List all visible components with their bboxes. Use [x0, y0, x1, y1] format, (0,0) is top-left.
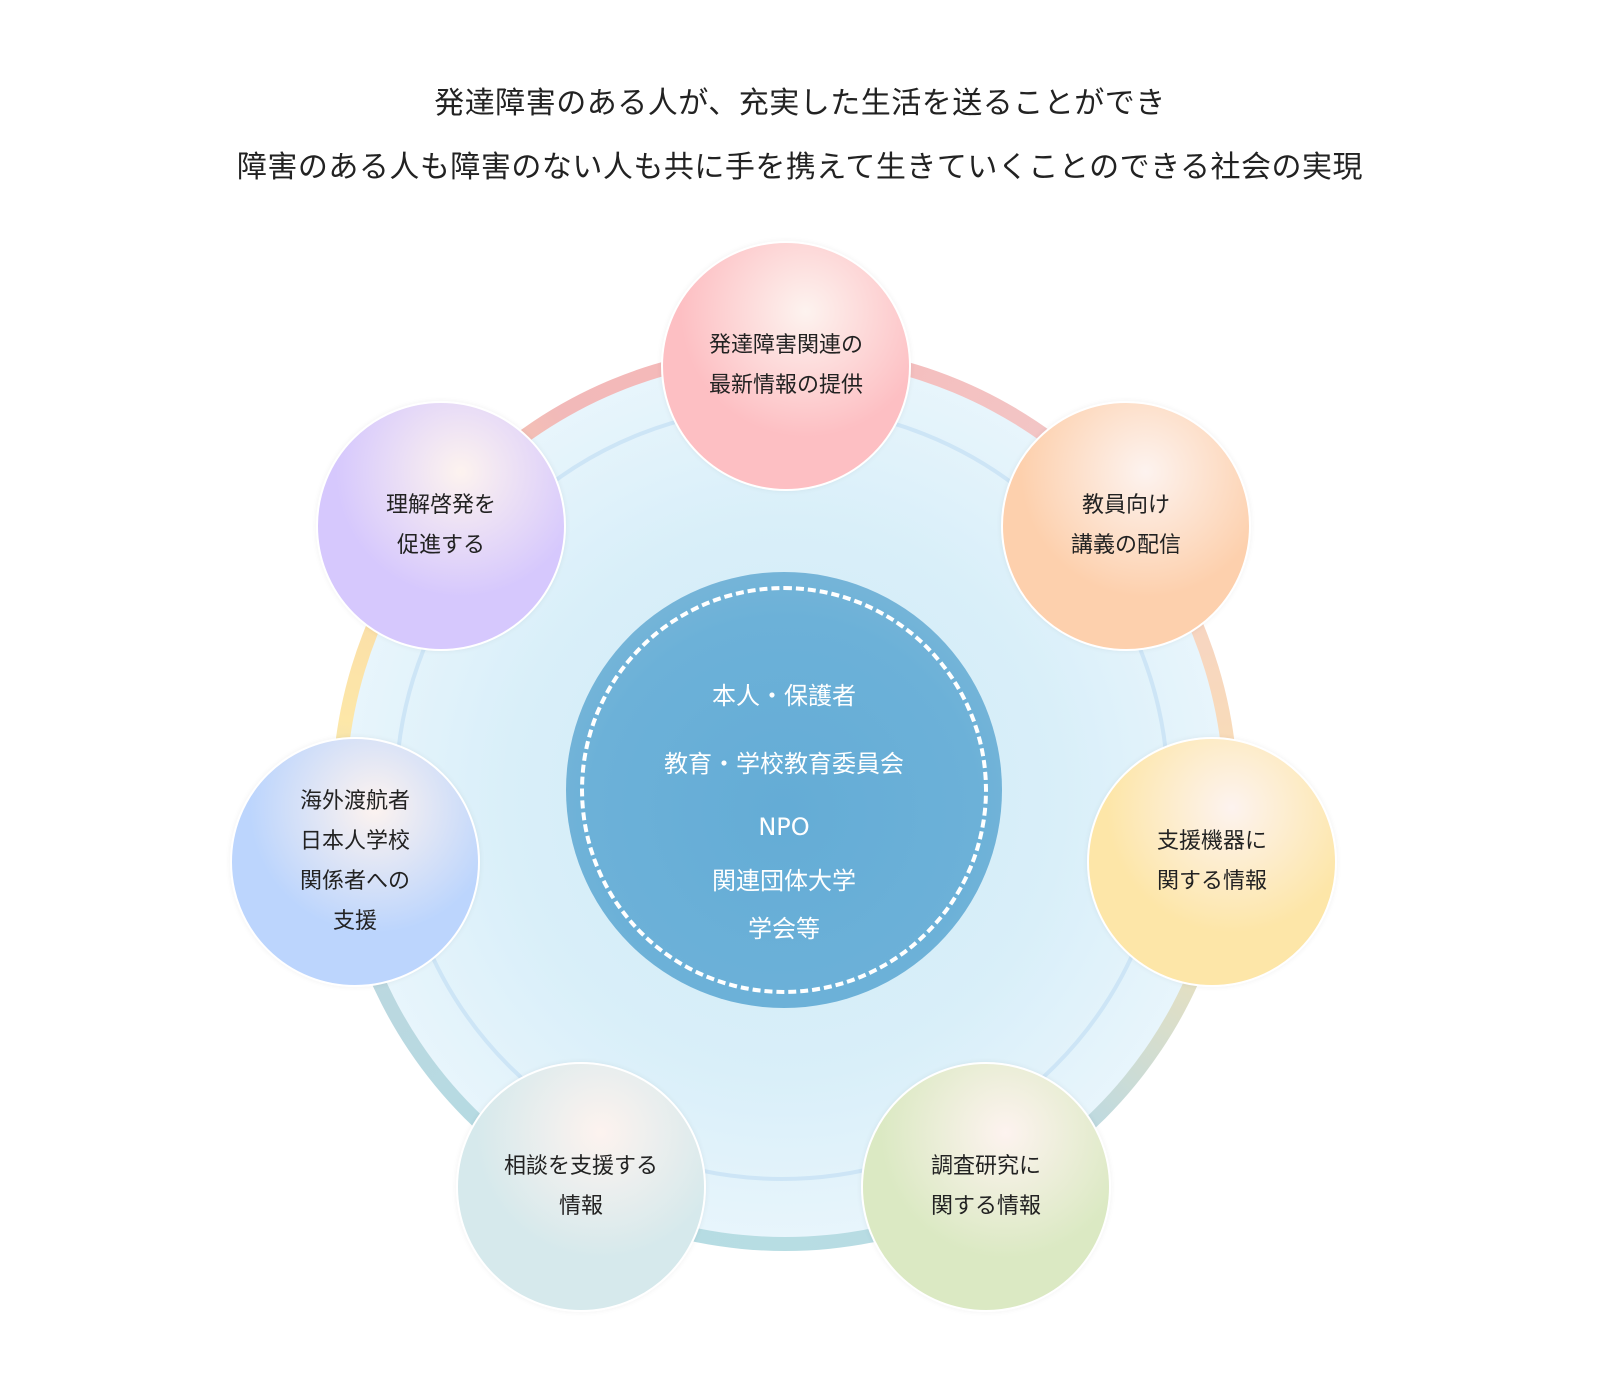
satellite-teacher-lectures: 教員向け講義の配信	[1001, 401, 1251, 651]
satellite-label-line: 情報	[558, 1194, 603, 1219]
satellite-text: 相談を支援する情報	[504, 1147, 658, 1227]
satellite-label-line: 理解啓発を	[385, 493, 496, 518]
satellite-latest-info: 発達障害関連の最新情報の提供	[661, 241, 911, 491]
satellite-research: 調査研究に関する情報	[861, 1062, 1111, 1312]
satellite-label-line: 関係者への	[299, 869, 410, 894]
satellite-text: 教員向け講義の配信	[1071, 486, 1181, 566]
satellite-label-line: 発達障害関連の	[708, 333, 863, 358]
center-label-3: NPO	[758, 813, 810, 841]
satellite-text: 理解啓発を促進する	[386, 486, 496, 566]
satellite-label-line: 関する情報	[1156, 869, 1267, 894]
satellite-consultation: 相談を支援する情報	[456, 1062, 706, 1312]
center-label-5: 学会等	[748, 915, 820, 943]
center-label-2: 教育・学校教育委員会	[664, 750, 904, 778]
satellite-overseas-support: 海外渡航者日本人学校関係者への支援	[230, 737, 480, 987]
satellite-label-line: 海外渡航者	[299, 789, 410, 814]
center-label-4: 関連団体大学	[712, 867, 856, 895]
satellite-label-line: 支援	[332, 909, 377, 934]
title-line-1: 発達障害のある人が、充実した生活を送ることができ	[434, 86, 1166, 121]
satellite-label-line: 日本人学校	[299, 829, 410, 854]
satellite-label-line: 最新情報の提供	[708, 373, 863, 398]
satellite-text: 調査研究に関する情報	[931, 1147, 1041, 1227]
satellite-label-line: 支援機器に	[1156, 829, 1267, 854]
satellite-label-line: 調査研究に	[930, 1154, 1041, 1179]
satellite-text: 海外渡航者日本人学校関係者への支援	[300, 782, 410, 942]
satellite-label-line: 促進する	[396, 533, 485, 558]
title-line-2: 障害のある人も障害のない人も共に手を携えて生きていくことのできる社会の実現	[236, 150, 1364, 185]
satellite-label-line: 講義の配信	[1070, 533, 1181, 558]
satellite-text: 支援機器に関する情報	[1157, 822, 1267, 902]
satellite-label-line: 相談を支援する	[503, 1154, 658, 1179]
satellite-awareness: 理解啓発を促進する	[316, 401, 566, 651]
satellite-label-line: 教員向け	[1081, 493, 1170, 518]
satellite-text: 発達障害関連の最新情報の提供	[709, 326, 863, 406]
center-label-1: 本人・保護者	[712, 682, 856, 710]
satellite-label-line: 関する情報	[930, 1194, 1041, 1219]
satellite-assistive-devices: 支援機器に関する情報	[1087, 737, 1337, 987]
center-dashed-border	[580, 586, 988, 994]
